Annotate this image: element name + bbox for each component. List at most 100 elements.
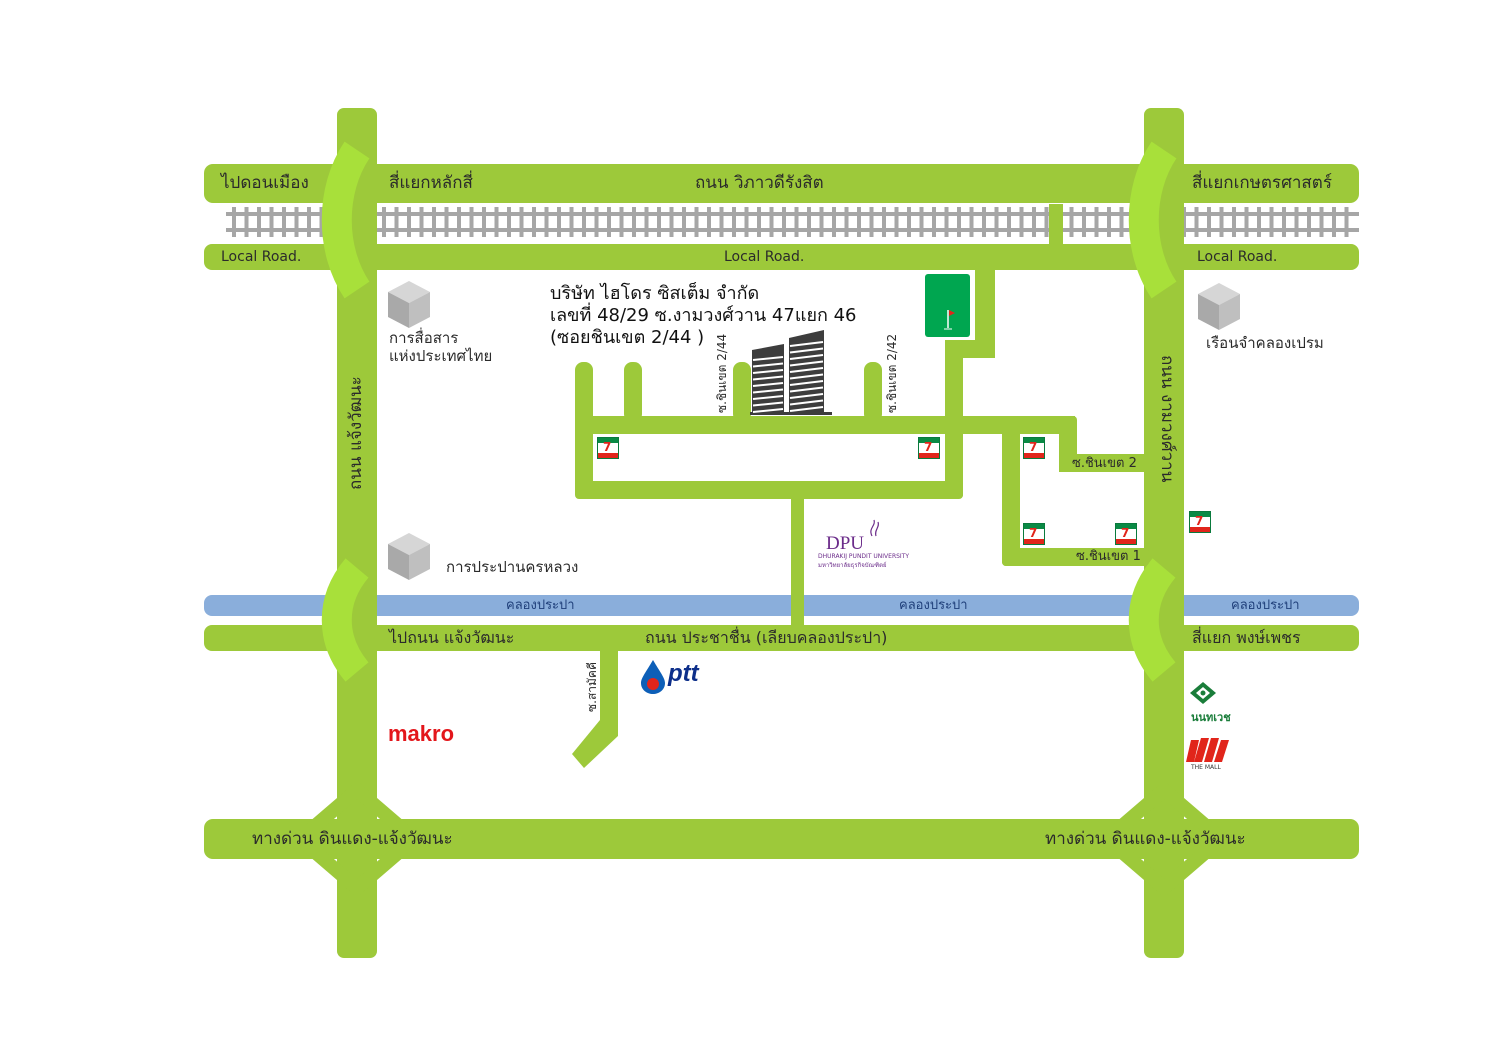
- interchange-left: [289, 780, 425, 898]
- rail-tie: [1344, 207, 1349, 237]
- the-mall-logo: THE MALL: [1191, 764, 1221, 771]
- nonthavej-logo: นนทเวช: [1191, 711, 1231, 724]
- cat-telecom-cube: [388, 281, 430, 328]
- rail-tie: [844, 207, 849, 237]
- label-canal-3: คลองประปา: [1231, 598, 1300, 613]
- rail-tie: [932, 207, 936, 237]
- rail-tie: [857, 207, 861, 237]
- label-to-don-mueang: ไปดอนเมือง: [221, 173, 309, 193]
- local-road: [204, 244, 1359, 270]
- rail-tie: [1307, 207, 1311, 237]
- rail-tie: [1032, 207, 1036, 237]
- label-ngam-wong-wan-road: ถนน งามวงศ์วาน: [1157, 355, 1177, 483]
- rail-tie: [782, 207, 786, 237]
- building-floor-line: [752, 375, 784, 381]
- rail-tie: [632, 207, 636, 237]
- rail-tie: [244, 207, 249, 237]
- rail-tie: [769, 207, 774, 237]
- label-expressway-right: ทางด่วน ดินแดง-แจ้งวัฒนะ: [1045, 829, 1246, 849]
- rail-tie: [1232, 207, 1236, 237]
- label-lak-si-junction: สี่แยกหลักสี่: [389, 173, 473, 193]
- rail-tie: [232, 207, 236, 237]
- rail-tie: [957, 207, 961, 237]
- rail-tie: [444, 207, 449, 237]
- rail-tie: [494, 207, 499, 237]
- building-floor-line: [752, 408, 784, 413]
- rail-tie: [1069, 207, 1074, 237]
- rail-tie: [482, 207, 486, 237]
- seven-eleven-icon: 7: [1189, 511, 1211, 533]
- label-local-road-mid: Local Road.: [724, 249, 805, 265]
- rail-tie: [282, 207, 286, 237]
- label-phong-phet-junction: สี่แยก พงษ์เพชร: [1192, 628, 1301, 647]
- rail-tie: [269, 207, 274, 237]
- overpass-right-bottom: [1128, 558, 1176, 682]
- rail-tie: [707, 207, 711, 237]
- rail-tie: [307, 207, 311, 237]
- soi-network: [572, 204, 1149, 768]
- label-klong-prem-prison: เรือนจำคลองเปรม: [1206, 334, 1324, 352]
- rail-tie: [1257, 207, 1261, 237]
- rail-tie: [432, 207, 436, 237]
- building-floor-line: [789, 347, 824, 354]
- building-floor-line: [789, 386, 824, 393]
- rail-tie: [682, 207, 686, 237]
- rail-tie: [582, 207, 586, 237]
- expressway: [204, 819, 1359, 859]
- rail-tie: [744, 207, 749, 237]
- building-floor-line: [789, 367, 824, 373]
- rail-tie: [519, 207, 524, 237]
- building-floor-line: [752, 388, 784, 394]
- dpu-logo: DPU: [826, 533, 865, 554]
- label-local-road-left: Local Road.: [221, 249, 302, 265]
- building-floor-line: [752, 395, 784, 400]
- building-floor-line: [789, 360, 824, 367]
- rail-tie: [1269, 207, 1274, 237]
- overpass-right-top: [1128, 141, 1177, 299]
- vibhavadi-road: [204, 164, 1359, 203]
- rail-tie: [619, 207, 624, 237]
- rail-tie: [794, 207, 799, 237]
- ngam-wong-wan-road: [1144, 108, 1184, 958]
- label-to-chaeng-watthana: ไปถนน แจ้งวัฒนะ: [389, 628, 515, 647]
- seven-eleven-icon: 7: [597, 437, 619, 459]
- the-mall-logo-mark: [1186, 738, 1229, 762]
- rail-tie: [569, 207, 574, 237]
- rail-tie: [1282, 207, 1286, 237]
- company-address-line2: (ซอยชินเขต 2/44 ): [550, 327, 705, 348]
- building-floor-line: [789, 341, 824, 347]
- rail-tie: [257, 207, 261, 237]
- rail-tie: [869, 207, 874, 237]
- label-local-road-right: Local Road.: [1197, 249, 1278, 265]
- rail-tie: [544, 207, 549, 237]
- rail-tie: [669, 207, 674, 237]
- rail-tie: [1094, 207, 1099, 237]
- rail-tie: [532, 207, 536, 237]
- rail-tie: [469, 207, 474, 237]
- rail-tie: [1332, 207, 1336, 237]
- building-floor-line: [752, 362, 784, 368]
- building-floor-line: [789, 393, 824, 399]
- rail-tie: [507, 207, 511, 237]
- seven-eleven-icon: 7: [1115, 523, 1137, 545]
- company-building: [750, 330, 832, 415]
- rail-tie: [919, 207, 924, 237]
- rail-tie: [807, 207, 811, 237]
- rail-tie: [907, 207, 911, 237]
- rail-tie: [607, 207, 611, 237]
- dpu-subtitle-th: มหาวิทยาลัยธุรกิจบัณฑิตย์: [818, 562, 887, 569]
- label-soi-samakkhi: ซ.สามัคคี: [585, 662, 599, 712]
- label-canal-1: คลองประปา: [506, 598, 575, 613]
- rail-tie: [969, 207, 974, 237]
- rail-tie: [1219, 207, 1224, 237]
- rail-tie: [819, 207, 824, 237]
- rail-tie: [1107, 207, 1111, 237]
- prachachuen-road: [204, 625, 1359, 651]
- rail-tie: [1019, 207, 1024, 237]
- company-address-line1: เลขที่ 48/29 ซ.งามวงศ์วาน 47แยก 46: [550, 305, 857, 326]
- railway: [226, 207, 1359, 237]
- ptt-logo-drop: [641, 660, 665, 694]
- rail-tie: [419, 207, 424, 237]
- building-floor-line: [752, 382, 784, 387]
- rail-tie: [994, 207, 999, 237]
